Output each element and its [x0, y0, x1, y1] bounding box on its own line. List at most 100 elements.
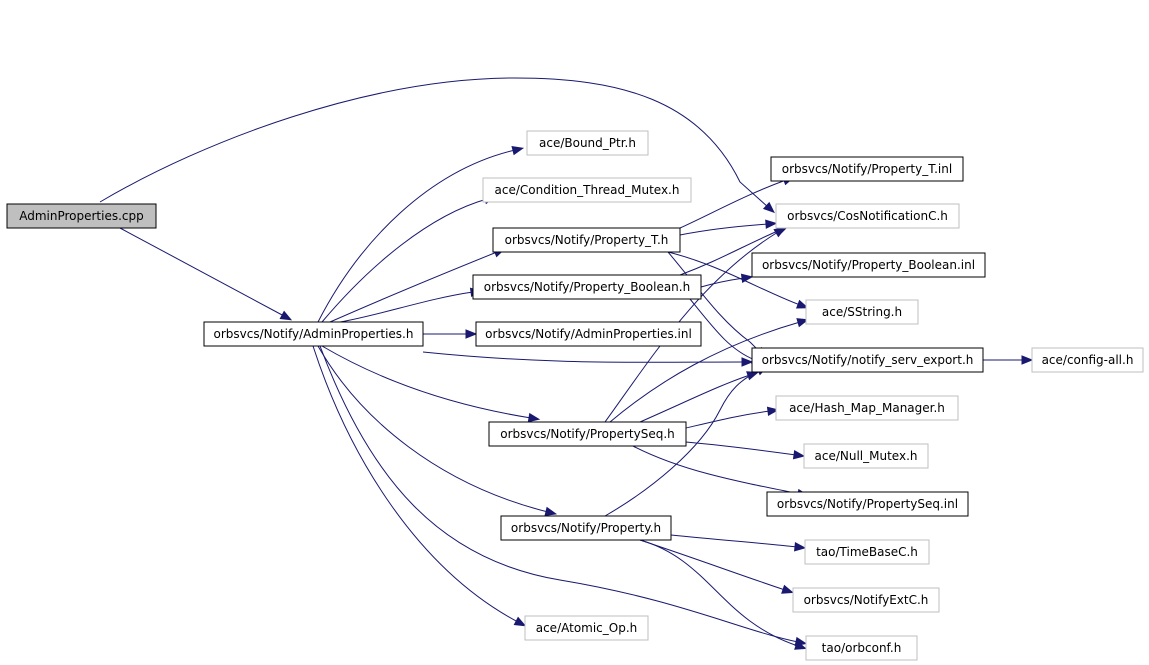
edge-line	[321, 345, 532, 419]
node-label: ace/Hash_Map_Manager.h	[789, 401, 945, 415]
node-admin-properties-inl[interactable]: orbsvcs/Notify/AdminProperties.inl	[475, 321, 702, 347]
edge-line	[670, 534, 798, 548]
arrowhead	[741, 357, 754, 367]
node-box	[203, 321, 424, 347]
arrowhead	[794, 542, 807, 552]
edge-notify-serv-export-h-to-config-all-h	[983, 355, 1034, 365]
edge-line	[604, 369, 761, 517]
edge-property-seq-h-to-sstring-h	[609, 318, 809, 423]
node-box	[488, 421, 687, 447]
node-box	[751, 252, 986, 278]
node-notify-ext-c-h[interactable]: orbsvcs/NotifyExtC.h	[792, 587, 940, 613]
arrowhead	[740, 273, 754, 283]
node-box	[475, 321, 702, 347]
node-cos-notification-c-h[interactable]: orbsvcs/CosNotificationC.h	[775, 203, 960, 229]
edge-line	[319, 345, 799, 643]
node-box	[524, 615, 649, 641]
node-label: orbsvcs/Notify/Property_Boolean.inl	[762, 258, 975, 272]
edge-property-t-h-to-sstring-h	[667, 251, 809, 309]
edge-line	[329, 251, 498, 323]
node-label: ace/Atomic_Op.h	[536, 621, 638, 635]
edge-property-seq-h-to-notify-serv-export-h	[639, 371, 759, 423]
node-notify-serv-export-h[interactable]: orbsvcs/Notify/notify_serv_export.h	[751, 347, 984, 373]
edge-property-h-to-time-base-c-h	[670, 534, 807, 552]
node-box	[500, 515, 672, 541]
edge-admin-properties-h-to-atomic-op-h	[312, 345, 527, 627]
arrowhead	[746, 371, 759, 381]
node-property-seq-h[interactable]: orbsvcs/Notify/PropertySeq.h	[488, 421, 687, 447]
edge-line	[312, 345, 519, 623]
edge-line	[119, 227, 285, 317]
node-property-t-h[interactable]: orbsvcs/Notify/Property_T.h	[492, 227, 681, 253]
node-bound-ptr-h[interactable]: ace/Bound_Ptr.h	[526, 130, 649, 156]
arrowhead	[796, 318, 809, 328]
node-property-t-inl[interactable]: orbsvcs/Notify/Property_T.inl	[770, 156, 964, 182]
arrowhead	[766, 406, 780, 417]
edge-line	[639, 539, 799, 647]
node-box	[1031, 347, 1144, 373]
node-admin-properties-h[interactable]: orbsvcs/Notify/AdminProperties.h	[203, 321, 424, 347]
node-config-all-h[interactable]: ace/config-all.h	[1031, 347, 1144, 373]
edge-line	[609, 321, 801, 423]
node-orbconf-h[interactable]: tao/orbconf.h	[805, 635, 918, 661]
node-label: ace/Bound_Ptr.h	[539, 136, 636, 150]
node-box	[805, 299, 919, 325]
node-null-mutex-h[interactable]: ace/Null_Mutex.h	[803, 443, 929, 469]
edge-admin-properties-h-to-property-seq-h	[321, 345, 541, 423]
arrowhead	[792, 450, 806, 460]
node-box	[775, 203, 960, 229]
node-label: orbsvcs/Notify/PropertySeq.h	[500, 427, 674, 441]
arrowhead	[781, 584, 794, 594]
arrowhead	[279, 310, 293, 321]
node-property-boolean-h[interactable]: orbsvcs/Notify/Property_Boolean.h	[472, 274, 702, 300]
edge-line	[667, 251, 801, 306]
edge-admin-properties-h-to-property-h	[317, 345, 558, 516]
node-label: tao/orbconf.h	[822, 641, 902, 655]
node-condition-thread-mutex-h[interactable]: ace/Condition_Thread_Mutex.h	[482, 177, 692, 203]
arrowhead	[795, 299, 809, 309]
node-box	[804, 539, 930, 565]
node-label: tao/TimeBaseC.h	[816, 545, 918, 559]
node-property-h[interactable]: orbsvcs/Notify/Property.h	[500, 515, 672, 541]
arrowhead	[1021, 355, 1034, 365]
edge-line	[679, 223, 769, 236]
edge-line	[422, 351, 745, 363]
edge-line	[339, 291, 474, 323]
node-property-boolean-inl[interactable]: orbsvcs/Notify/Property_Boolean.inl	[751, 252, 986, 278]
node-admin-properties-cpp[interactable]: AdminProperties.cpp	[6, 203, 157, 229]
edge-property-seq-h-to-hash-map-manager-h	[685, 406, 780, 429]
node-label: ace/Null_Mutex.h	[815, 449, 918, 463]
edge-line	[317, 345, 549, 513]
arrowhead	[765, 219, 778, 229]
edge-line	[639, 374, 751, 423]
edge-property-t-h-to-cos-notification-c-h	[679, 219, 778, 236]
edge-admin-properties-h-to-condition-thread-mutex-h	[321, 195, 496, 323]
node-label: ace/Condition_Thread_Mutex.h	[495, 183, 680, 197]
edge-admin-properties-h-to-notify-serv-export-h	[422, 351, 754, 367]
node-sstring-h[interactable]: ace/SString.h	[805, 299, 919, 325]
node-label: orbsvcs/Notify/Property_T.inl	[782, 162, 952, 176]
node-label: orbsvcs/Notify/AdminProperties.inl	[485, 327, 692, 341]
node-box	[6, 203, 157, 229]
edge-admin-properties-cpp-to-admin-properties-h	[119, 227, 293, 321]
edge-admin-properties-h-to-property-boolean-h	[339, 287, 483, 323]
node-label: orbsvcs/Notify/Property_Boolean.h	[484, 280, 690, 294]
node-box	[482, 177, 692, 203]
node-box	[792, 587, 940, 613]
node-time-base-c-h[interactable]: tao/TimeBaseC.h	[804, 539, 930, 565]
node-label: ace/SString.h	[822, 305, 902, 319]
edge-line	[99, 77, 769, 208]
edge-line	[685, 441, 797, 456]
node-label: orbsvcs/NotifyExtC.h	[804, 593, 929, 607]
node-property-seq-inl[interactable]: orbsvcs/Notify/PropertySeq.inl	[766, 491, 969, 517]
node-label: orbsvcs/Notify/Property.h	[511, 521, 661, 535]
edge-line	[632, 445, 801, 495]
edge-line	[317, 149, 516, 323]
edge-property-seq-h-to-property-seq-inl	[632, 445, 810, 499]
node-box	[751, 347, 984, 373]
node-atomic-op-h[interactable]: ace/Atomic_Op.h	[524, 615, 649, 641]
node-box	[805, 635, 918, 661]
node-hash-map-manager-h[interactable]: ace/Hash_Map_Manager.h	[775, 395, 959, 421]
arrowhead	[762, 201, 776, 214]
